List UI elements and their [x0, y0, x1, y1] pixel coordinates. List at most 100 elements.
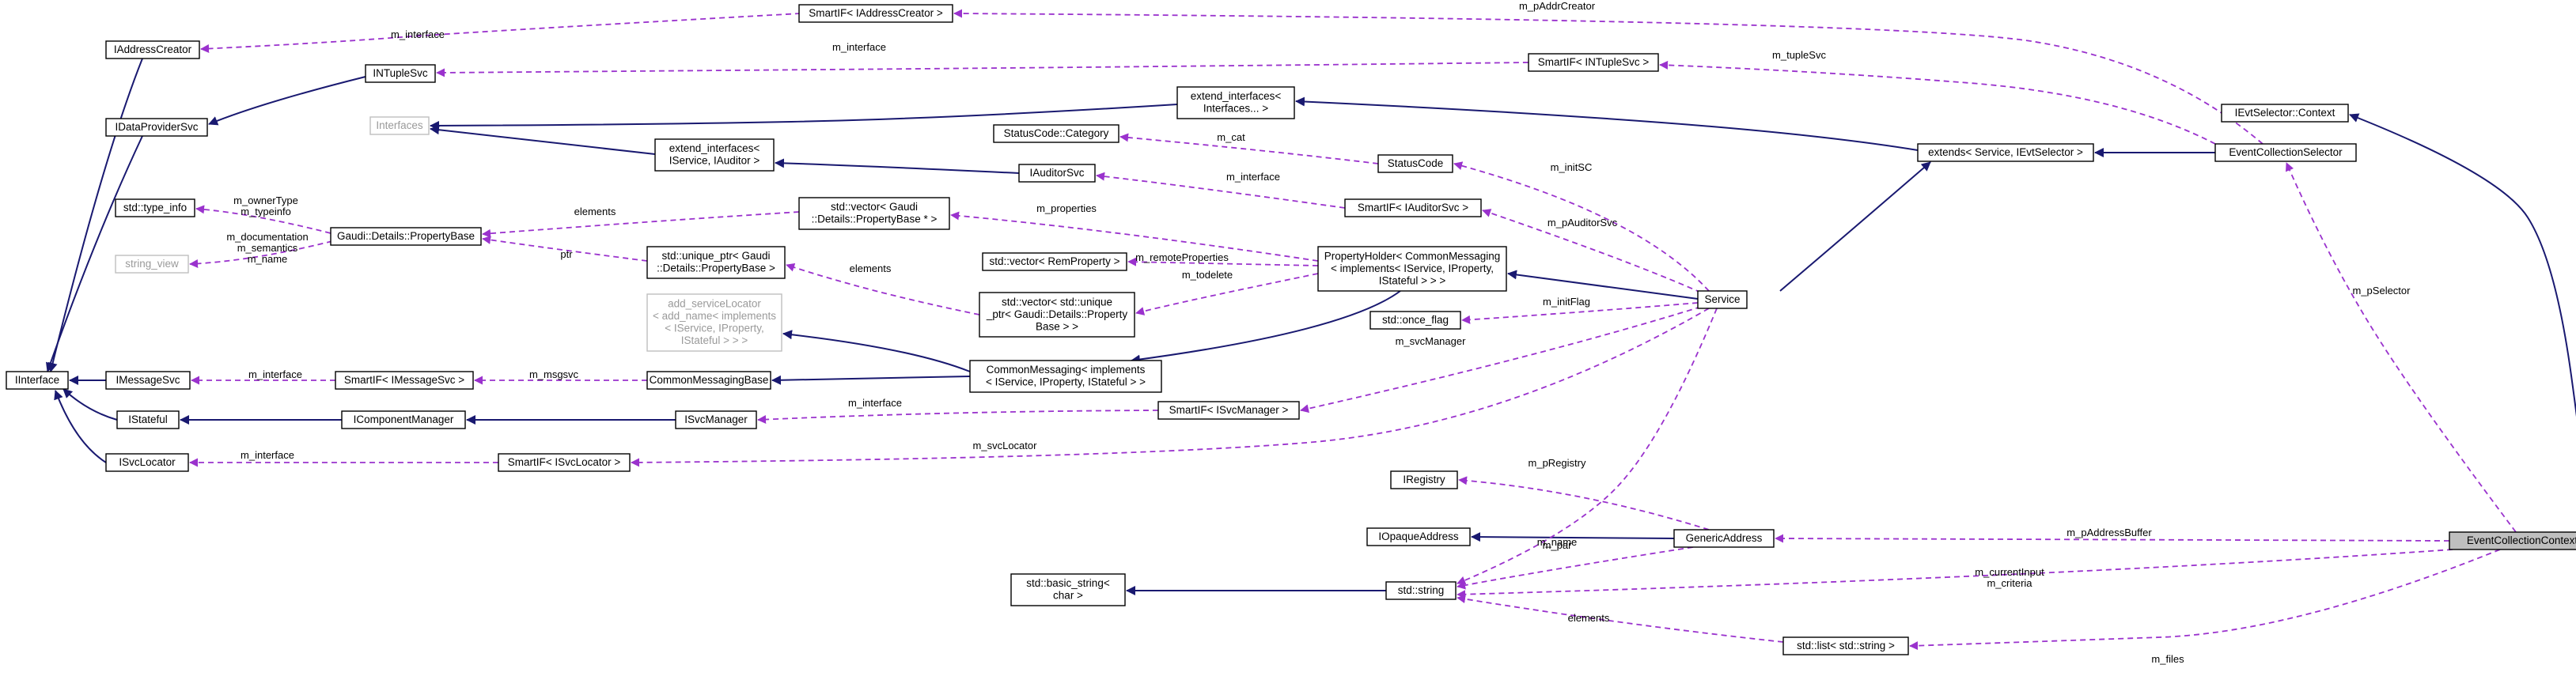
usage-edge-service-to-statuscode — [1453, 161, 1710, 292]
inheritance-edge-iaddresscreator-to-iinterface — [47, 58, 143, 372]
class-node-label: SmartIF< INTupleSvc > — [1538, 56, 1650, 68]
class-node-smartif-intuplesvc[interactable]: SmartIF< INTupleSvc > — [1528, 53, 1659, 72]
edge-label: m_cat — [1217, 131, 1245, 143]
class-node-iauditorsvc[interactable]: IAuditorSvc — [1018, 164, 1096, 183]
inheritance-edge-genericaddress-to-iopaqueaddress — [1471, 532, 1675, 542]
class-node-propertyholder[interactable]: PropertyHolder< CommonMessaging< impleme… — [1317, 246, 1507, 292]
class-node-box — [105, 453, 189, 472]
class-node-smartif-isvclocator[interactable]: SmartIF< ISvcLocator > — [498, 453, 631, 472]
class-node-box — [969, 360, 1162, 393]
class-node-std-vector-propertybase[interactable]: std::vector< Gaudi::Details::PropertyBas… — [798, 197, 950, 230]
class-node-service[interactable]: Service — [1697, 290, 1748, 309]
class-node-smartif-imessagesvc[interactable]: SmartIF< IMessageSvc > — [335, 371, 474, 390]
class-node-smartif-isvcmanager[interactable]: SmartIF< ISvcManager > — [1157, 401, 1300, 420]
class-node-label: ::Details::PropertyBase > — [657, 262, 775, 274]
class-node-commonmessagingbase[interactable]: CommonMessagingBase — [646, 371, 771, 390]
class-node-label: SmartIF< IMessageSvc > — [344, 374, 464, 386]
edge-label: m_par — [1543, 539, 1573, 551]
inheritance-edge-extends-service-ievtselector-to-service — [1779, 161, 1931, 292]
class-node-label: extend_interfaces< — [669, 142, 760, 154]
class-node-box — [1377, 154, 1453, 173]
class-node-genericaddress[interactable]: GenericAddress — [1673, 529, 1775, 548]
class-node-label: SmartIF< IAuditorSvc > — [1358, 202, 1468, 213]
class-node-statuscode[interactable]: StatusCode — [1377, 154, 1453, 173]
usage-edge-propertyholder-to-std-vector-remproperty — [1127, 257, 1319, 266]
inheritance-edge-propertyholder-to-commonmessaging-implements — [1131, 290, 1401, 364]
class-node-label: ISvcManager — [684, 414, 748, 425]
class-node-std-once-flag[interactable]: std::once_flag — [1369, 311, 1461, 330]
inheritance-edge-commonmessaging-implements-to-add-servicelocator — [782, 330, 971, 372]
class-node-iaddresscreator[interactable]: IAddressCreator — [105, 40, 200, 59]
class-node-std-basic-string-char[interactable]: std::basic_string<char > — [1010, 573, 1126, 606]
class-node-std-vector-unique-ptr[interactable]: std::vector< std::unique_ptr< Gaudi::Det… — [979, 292, 1135, 338]
class-node-box — [365, 64, 436, 83]
class-node-icomponentmanager[interactable]: IComponentManager — [341, 410, 466, 429]
class-node-label: std::string — [1398, 584, 1445, 596]
edge-label: m_interface — [832, 41, 886, 53]
class-node-label: Base > > — [1036, 320, 1078, 332]
class-node-box — [115, 255, 189, 274]
inheritance-edge-iauditorsvc-to-extend-interfaces-iservice-iauditor — [775, 158, 1020, 174]
usage-edge-service-to-smartif-iauditorsvc — [1482, 209, 1702, 293]
class-node-intuplesvc[interactable]: INTupleSvc — [365, 64, 436, 83]
class-node-box — [335, 371, 474, 390]
class-node-std-unique-ptr-propertybase[interactable]: std::unique_ptr< Gaudi::Details::Propert… — [646, 246, 786, 279]
class-node-gaudi-details-propertybase[interactable]: Gaudi::Details::PropertyBase — [330, 227, 482, 246]
class-node-std-type-info[interactable]: std::type_info — [115, 198, 195, 217]
class-node-box — [654, 138, 775, 172]
class-node-label: std::type_info — [123, 202, 187, 213]
class-node-label: IStateful — [128, 414, 168, 425]
class-node-istateful[interactable]: IStateful — [116, 410, 180, 429]
class-node-label: IEvtSelector::Context — [2235, 107, 2335, 119]
class-node-box — [330, 227, 482, 246]
inheritance-edge-commonmessaging-implements-to-commonmessagingbase — [771, 375, 971, 385]
class-node-iopaqueaddress[interactable]: IOpaqueAddress — [1366, 527, 1471, 546]
class-node-statuscode-category[interactable]: StatusCode::Category — [993, 124, 1119, 143]
inheritance-edge-service-to-propertyholder — [1507, 270, 1699, 300]
class-node-label: Service — [1704, 293, 1740, 305]
class-node-extend-interfaces-iservice-iauditor[interactable]: extend_interfaces<IService, IAuditor > — [654, 138, 775, 172]
class-node-label: StatusCode::Category — [1004, 127, 1109, 139]
class-node-std-vector-remproperty[interactable]: std::vector< RemProperty > — [982, 252, 1127, 271]
class-node-string-view[interactable]: string_view — [115, 255, 189, 274]
class-node-std-list-std-string[interactable]: std::list< std::string > — [1782, 636, 1909, 655]
class-node-smartif-iaddresscreator[interactable]: SmartIF< IAddressCreator > — [798, 4, 953, 23]
class-node-label: IAuditorSvc — [1029, 167, 1084, 179]
edge-label: m_name — [248, 253, 288, 265]
class-node-isvclocator[interactable]: ISvcLocator — [105, 453, 189, 472]
class-node-box — [1917, 143, 2094, 162]
class-node-box — [1010, 573, 1126, 606]
class-node-iinterface[interactable]: IInterface — [6, 371, 69, 390]
class-node-std-string[interactable]: std::string — [1385, 581, 1457, 600]
edge-label: m_tupleSvc — [1772, 49, 1826, 61]
class-node-add-servicelocator[interactable]: add_serviceLocator< add_name< implements… — [646, 293, 782, 352]
class-node-iregistry[interactable]: IRegistry — [1390, 470, 1458, 489]
edge-label: m_currentInput — [1975, 566, 2044, 578]
class-node-label: CommonMessaging< implements — [987, 364, 1146, 376]
class-node-eventcollectioncontext[interactable]: EventCollectionContext — [2449, 531, 2576, 550]
class-node-interfaces[interactable]: Interfaces — [369, 116, 430, 135]
class-node-imessagesvc[interactable]: IMessageSvc — [105, 371, 191, 390]
class-node-label: IInterface — [15, 374, 59, 386]
class-node-extend-interfaces-interfaces[interactable]: extend_interfaces<Interfaces... > — [1176, 86, 1295, 119]
class-node-smartif-iauditorsvc[interactable]: SmartIF< IAuditorSvc > — [1344, 198, 1482, 217]
class-node-ievtselector-context[interactable]: IEvtSelector::Context — [2221, 104, 2349, 123]
class-node-extends-service-ievtselector[interactable]: extends< Service, IEvtSelector > — [1917, 143, 2094, 162]
class-node-box — [1344, 198, 1482, 217]
edge-label: m_pSelector — [2353, 285, 2411, 296]
class-node-eventcollectionselector[interactable]: EventCollectionSelector — [2214, 143, 2357, 162]
inheritance-edge-extends-service-ievtselector-to-extend-interfaces-interfaces — [1295, 96, 1919, 151]
edge-label: m_documentation — [226, 231, 308, 243]
edge-label: ptr — [560, 248, 573, 260]
usage-edge-propertyholder-to-std-vector-propertybase — [950, 211, 1319, 262]
class-node-box — [798, 4, 953, 23]
class-node-box — [2449, 531, 2576, 550]
class-node-label: StatusCode — [1388, 157, 1444, 169]
class-node-commonmessaging-implements[interactable]: CommonMessaging< implements< IService, I… — [969, 360, 1162, 393]
class-node-label: extends< Service, IEvtSelector > — [1928, 146, 2083, 158]
class-node-isvcmanager[interactable]: ISvcManager — [675, 410, 757, 429]
inheritance-edge-intuplesvc-to-idataprovidersvc — [208, 76, 366, 126]
class-node-idataprovidersvc[interactable]: IDataProviderSvc — [105, 118, 208, 137]
class-node-label: std::once_flag — [1382, 314, 1449, 326]
